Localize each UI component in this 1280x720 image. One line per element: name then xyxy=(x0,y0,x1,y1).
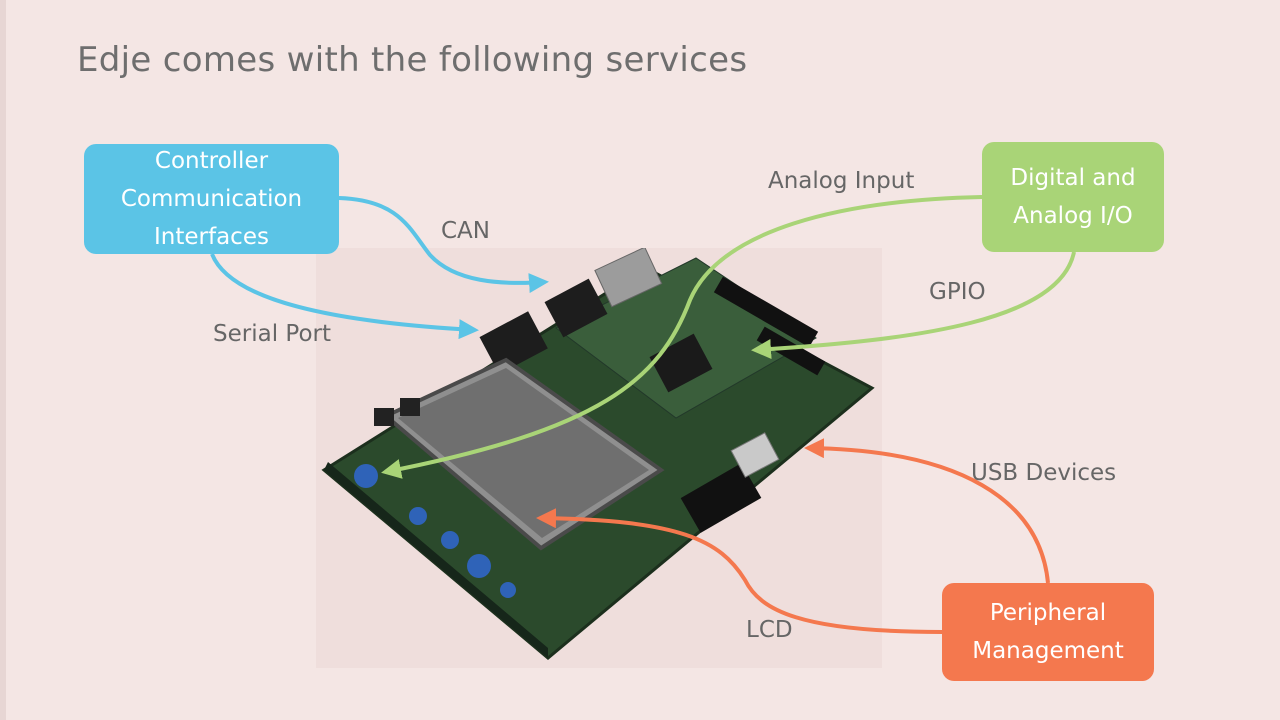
pot-2 xyxy=(409,507,427,525)
slide-edge xyxy=(0,0,6,720)
arrow-lcd xyxy=(536,508,943,634)
dev-board-image xyxy=(316,246,882,668)
lcd-screen xyxy=(398,368,649,538)
label-can: CAN xyxy=(441,218,490,244)
header-pins-2 xyxy=(756,326,826,376)
button-2 xyxy=(400,398,420,416)
digital-analog-io-box: Digital and Analog I/O xyxy=(982,142,1164,252)
peripheral-management-box: Peripheral Management xyxy=(942,583,1154,681)
main-chip xyxy=(649,333,713,393)
usb-port xyxy=(730,432,780,478)
label-gpio: GPIO xyxy=(929,279,986,305)
button-1 xyxy=(374,408,394,426)
box-line: Peripheral xyxy=(989,600,1107,626)
pot-1 xyxy=(354,464,378,488)
controller-communication-box: Controller Communication Interfaces xyxy=(84,144,339,254)
arrow-can xyxy=(338,196,549,294)
box-line: Controller xyxy=(154,148,269,174)
box-line: Management xyxy=(972,638,1124,664)
slide-title: Edje comes with the following services xyxy=(77,40,748,80)
box-line: Digital and xyxy=(1010,165,1136,191)
box-line: Communication xyxy=(120,186,303,212)
label-lcd: LCD xyxy=(746,617,793,643)
label-serial-port: Serial Port xyxy=(213,321,331,347)
pot-5 xyxy=(500,582,516,598)
header-pins-1 xyxy=(713,276,819,348)
serial-connector-2 xyxy=(479,311,548,375)
arrow-gpio xyxy=(751,251,1076,360)
label-usb-devices: USB Devices xyxy=(971,460,1117,486)
pcb-edge xyxy=(324,462,548,658)
dev-board-illustration xyxy=(321,246,875,660)
ethernet-jack xyxy=(594,246,663,308)
header-pins-3 xyxy=(680,463,762,533)
box-line: Analog I/O xyxy=(1013,203,1133,229)
arrow-serial-port xyxy=(210,253,479,340)
arrow-usb-devices xyxy=(804,438,1050,584)
box-line: Interfaces xyxy=(154,224,269,250)
label-analog-input: Analog Input xyxy=(768,168,915,194)
arrow-analog-input xyxy=(381,195,983,479)
serial-connector-1 xyxy=(544,278,608,338)
pot-4 xyxy=(467,554,491,578)
pot-3 xyxy=(441,531,459,549)
